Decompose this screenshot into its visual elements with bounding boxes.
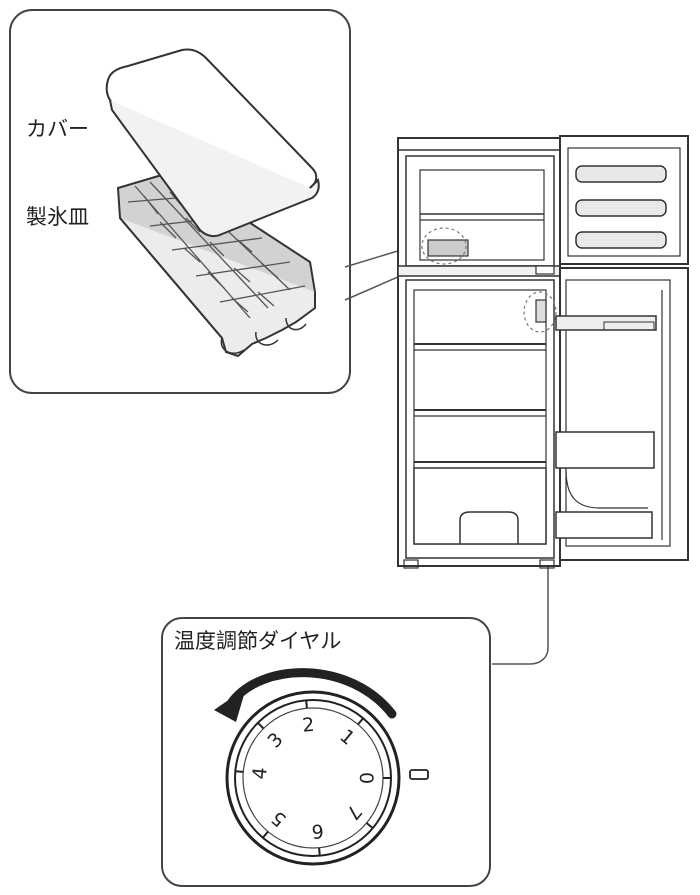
dial-tick	[306, 700, 307, 708]
freezer-ice-tray	[428, 240, 468, 256]
dial-number: 6	[311, 819, 325, 842]
dial-number: 4	[249, 766, 272, 780]
ice-tray-label: 製氷皿	[26, 205, 89, 229]
dial-tick	[319, 848, 320, 856]
dial-off-mark	[410, 770, 428, 779]
dial-number: 2	[301, 714, 315, 737]
temperature-dial-label: 温度調節ダイヤル	[174, 629, 341, 653]
refrigerator-illustration	[398, 136, 688, 568]
cover-label: カバー	[26, 117, 89, 141]
ice-tray-callout: カバー 製氷皿	[10, 10, 350, 393]
dial-tick	[235, 771, 243, 772]
dial-number: 0	[355, 772, 377, 784]
crisper-drawer	[414, 468, 546, 544]
